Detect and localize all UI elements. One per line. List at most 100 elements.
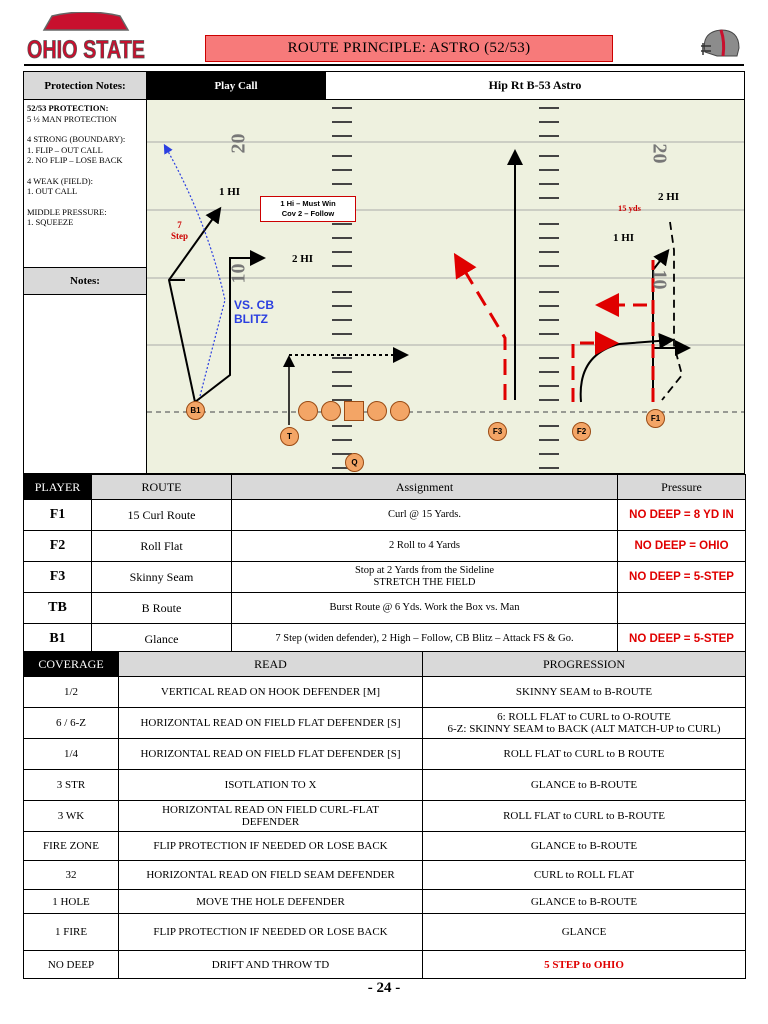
player-f3: F3 <box>488 422 507 441</box>
table-row: 3 STR ISOTLATION TO X GLANCE to B-ROUTE <box>23 769 746 801</box>
progression-cell: SKINNY SEAM to B-ROUTE <box>422 676 746 708</box>
block-o-logo: OHIO STATE <box>24 11 148 64</box>
read-cell: FLIP PROTECTION IF NEEDED OR LOSE BACK <box>118 913 423 951</box>
b1-blitz-route <box>163 143 226 401</box>
protection-line: 4 WEAK (FIELD): <box>27 175 93 186</box>
read-cell: HORIZONTAL READ ON FIELD FLAT DEFENDER [… <box>118 707 423 739</box>
yard-number: 20 <box>227 133 250 154</box>
player-q: Q <box>345 453 364 472</box>
coverage-cell: 1 FIRE <box>23 913 119 951</box>
table-row: 1/2 VERTICAL READ ON HOOK DEFENDER [M] S… <box>23 676 746 708</box>
player-cell: F3 <box>23 561 92 593</box>
column-header-route: ROUTE <box>91 474 232 500</box>
coverage-cell: 1/4 <box>23 738 119 770</box>
label-2hi-right: 2 HI <box>658 191 680 203</box>
table-row: B1 Glance 7 Step (widen defender), 2 Hig… <box>23 623 746 654</box>
football-helmet-icon <box>697 26 743 62</box>
player-cell: B1 <box>23 623 92 654</box>
player-cell: F2 <box>23 530 92 562</box>
offensive-lineman <box>367 401 387 421</box>
progression-cell: 5 STEP to OHIO <box>422 950 746 979</box>
assignment-cell: 2 Roll to 4 Yards <box>231 530 618 562</box>
column-header-read: READ <box>118 651 423 677</box>
assignment-cell: Burst Route @ 6 Yds. Work the Box vs. Ma… <box>231 592 618 624</box>
table-row: F2 Roll Flat 2 Roll to 4 Yards NO DEEP =… <box>23 530 746 562</box>
f3-hot <box>453 252 507 400</box>
coverage-read-table: COVERAGE READ PROGRESSION 1/2 VERTICAL R… <box>23 651 746 979</box>
protection-notes: 52/53 PROTECTION: 5 ½ MAN PROTECTION 4 S… <box>24 100 147 267</box>
read-cell: HORIZONTAL READ ON FIELD SEAM DEFENDER <box>118 860 423 890</box>
play-call-value: Hip Rt B-53 Astro <box>325 72 744 100</box>
pressure-cell: NO DEEP = 5-STEP <box>617 561 746 593</box>
yard-lines <box>147 141 744 346</box>
progression-cell: CURL to ROLL FLAT <box>422 860 746 890</box>
route-cell: 15 Curl Route <box>91 499 232 531</box>
column-header-assignment: Assignment <box>231 474 618 500</box>
column-header-coverage: COVERAGE <box>23 651 119 677</box>
offensive-lineman <box>298 401 318 421</box>
coverage-cell: 3 WK <box>23 800 119 832</box>
coverage-cell: 1 HOLE <box>23 889 119 914</box>
notes-body <box>24 295 147 473</box>
protection-line: MIDDLE PRESSURE: <box>27 206 107 217</box>
protection-line: 4 STRONG (BOUNDARY): <box>27 134 126 144</box>
assignment-cell: Curl @ 15 Yards. <box>231 499 618 531</box>
progression-cell: GLANCE <box>422 913 746 951</box>
route-cell: Glance <box>91 623 232 654</box>
read-cell: HORIZONTAL READ ON FIELD FLAT DEFENDER [… <box>118 738 423 770</box>
pressure-cell: NO DEEP = 8 YD IN <box>617 499 746 531</box>
coverage-cell: 6 / 6-Z <box>23 707 119 739</box>
player-b1: B1 <box>186 401 205 420</box>
read-cell: FLIP PROTECTION IF NEEDED OR LOSE BACK <box>118 831 423 861</box>
protection-line: 1. OUT CALL <box>27 186 78 196</box>
table-row: 1 HOLE MOVE THE HOLE DEFENDER GLANCE to … <box>23 889 746 914</box>
logo-text: OHIO STATE <box>27 36 145 64</box>
tb-route <box>194 250 266 403</box>
route-cell: Roll Flat <box>91 530 232 562</box>
label-15-yds: 15 yds <box>618 203 641 213</box>
route-cell: B Route <box>91 592 232 624</box>
progression-cell: ROLL FLAT to CURL to B ROUTE <box>422 738 746 770</box>
coverage-cell: FIRE ZONE <box>23 831 119 861</box>
label-2hi-left: 2 HI <box>292 253 314 265</box>
player-cell: F1 <box>23 499 92 531</box>
protection-notes-header: Protection Notes: <box>24 72 147 100</box>
yard-number: 10 <box>227 263 250 284</box>
coverage-cell: NO DEEP <box>23 950 119 979</box>
label-1hi-right: 1 HI <box>613 232 635 244</box>
read-cell: ISOTLATION TO X <box>118 769 423 801</box>
coverage-cell: 1/2 <box>23 676 119 708</box>
protection-line: 1. SQUEEZE <box>27 217 74 227</box>
table-row: 1 FIRE FLIP PROTECTION IF NEEDED OR LOSE… <box>23 913 746 951</box>
play-call-header: Play Call <box>147 72 325 100</box>
protection-line: 5 ½ MAN PROTECTION <box>27 113 117 124</box>
coverage-cell: 32 <box>23 860 119 890</box>
play-card: Protection Notes: 52/53 PROTECTION: 5 ½ … <box>23 71 745 474</box>
center <box>344 401 364 421</box>
f2-hot <box>571 331 619 402</box>
player-f2: F2 <box>572 422 591 441</box>
read-cell: DRIFT AND THROW TD <box>118 950 423 979</box>
column-header-pressure: Pressure <box>617 474 746 500</box>
read-cell: MOVE THE HOLE DEFENDER <box>118 889 423 914</box>
assignment-cell: 7 Step (widen defender), 2 High – Follow… <box>231 623 618 654</box>
f1-curl-up <box>652 248 670 350</box>
f1-curl <box>652 340 691 402</box>
table-row: F3 Skinny Seam Stop at 2 Yards from the … <box>23 561 746 593</box>
table-row: F1 15 Curl Route Curl @ 15 Yards. NO DEE… <box>23 499 746 531</box>
protection-line: 2. NO FLIP – LOSE BACK <box>27 155 123 165</box>
pressure-cell <box>617 592 746 624</box>
player-f1: F1 <box>646 409 665 428</box>
route-cell: Skinny Seam <box>91 561 232 593</box>
f2-flat <box>579 332 675 403</box>
yard-number: 20 <box>648 143 671 164</box>
header-rule <box>24 64 744 66</box>
notes-header: Notes: <box>24 267 147 295</box>
offensive-lineman <box>390 401 410 421</box>
